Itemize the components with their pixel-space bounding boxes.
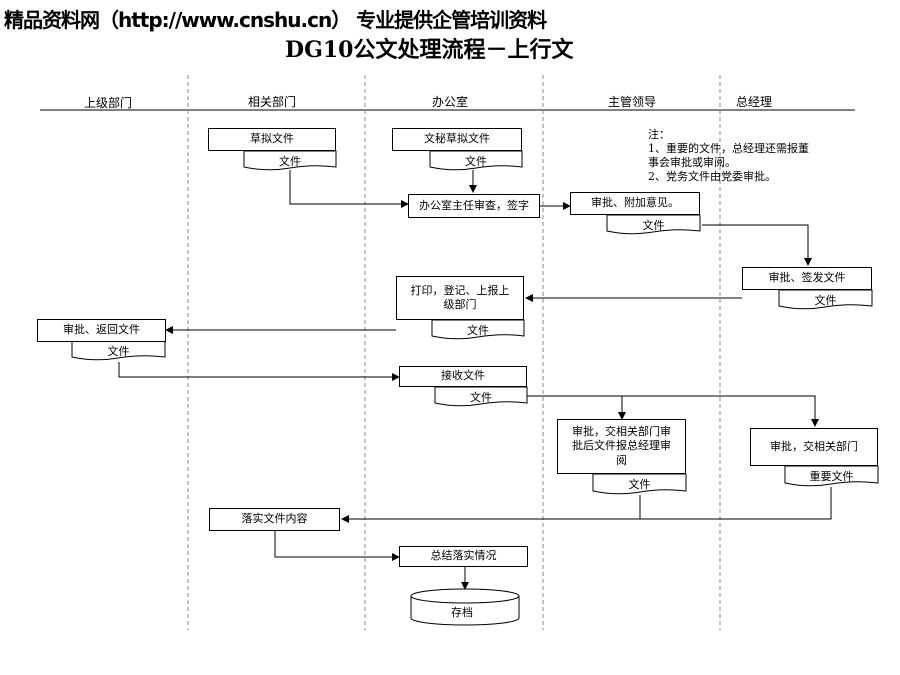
node-summary: 总结落实情况 bbox=[399, 546, 528, 567]
node-office-review: 办公室主任审查，签字 bbox=[408, 194, 540, 218]
lane-related-dept: 相关部门 bbox=[248, 95, 297, 109]
node-print-doc: 文件 bbox=[467, 324, 489, 337]
lane-leader: 主管领导 bbox=[608, 95, 657, 109]
note-line: 2、党务文件由党委审批。 bbox=[648, 170, 776, 183]
note-heading: 注： bbox=[648, 128, 670, 141]
node-secretary-draft-doc: 文件 bbox=[465, 155, 487, 168]
node-print-register: 打印，登记、上报上级部门 bbox=[396, 276, 524, 320]
lane-office: 办公室 bbox=[432, 95, 469, 109]
node-leader-forward: 审批，交相关部门审批后文件报总经理审阅 bbox=[557, 419, 686, 474]
node-leader-review: 审批、附加意见。 bbox=[570, 192, 700, 215]
node-leader-review-doc: 文件 bbox=[642, 219, 665, 232]
node-archive: 存档 bbox=[451, 606, 473, 619]
note-line: 事会审批或审阅。 bbox=[648, 156, 736, 169]
watermark-banner: 精品资料网（http://www.cnshu.cn） 专业提供企管培训资料 bbox=[4, 8, 547, 32]
node-upper-return: 审批、返回文件 bbox=[37, 319, 166, 342]
lane-upper-dept: 上级部门 bbox=[84, 96, 133, 110]
node-gm-sign-doc: 文件 bbox=[814, 294, 837, 307]
node-upper-return-doc: 文件 bbox=[107, 345, 130, 358]
node-draft-doc: 文件 bbox=[279, 155, 301, 168]
node-draft: 草拟文件 bbox=[208, 128, 336, 151]
lane-gm: 总经理 bbox=[736, 95, 773, 109]
node-implement: 落实文件内容 bbox=[209, 508, 340, 531]
node-secretary-draft: 文秘草拟文件 bbox=[392, 128, 522, 151]
node-receive: 接收文件 bbox=[399, 366, 527, 387]
note-line: 1、重要的文件，总经理还需报董 bbox=[648, 142, 809, 155]
node-gm-sign: 审批、签发文件 bbox=[742, 267, 872, 290]
page-title: DG10公文处理流程－上行文 bbox=[285, 37, 574, 63]
node-leader-forward-doc: 文件 bbox=[628, 478, 651, 491]
node-gm-forward-doc: 重要文件 bbox=[809, 470, 854, 483]
node-gm-forward: 审批，交相关部门 bbox=[750, 428, 878, 466]
node-receive-doc: 文件 bbox=[470, 391, 492, 404]
footnote: 注： 1、重要的文件，总经理还需报董 事会审批或审阅。 2、党务文件由党委审批。 bbox=[648, 128, 809, 184]
